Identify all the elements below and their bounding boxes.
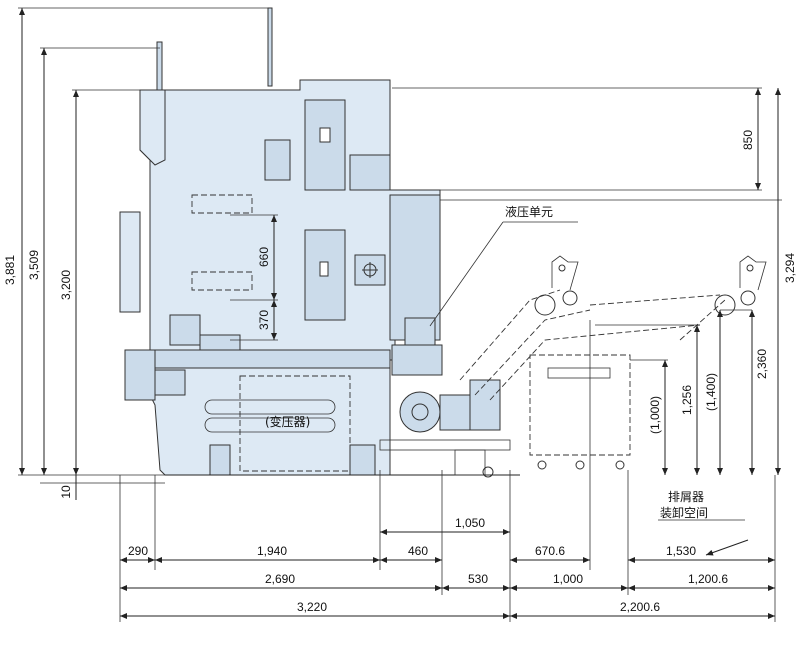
dim-1530: 1,530 xyxy=(666,544,696,558)
label-chip-remover-1: 排屑器 xyxy=(668,490,704,504)
dim-1050: 1,050 xyxy=(455,516,485,530)
dim-1000-h: 1,000 xyxy=(553,572,583,586)
dim-3881: 3,881 xyxy=(3,255,17,285)
dim-1256: 1,256 xyxy=(680,385,694,415)
dim-3220: 3,220 xyxy=(297,600,327,614)
machine-body xyxy=(119,7,520,476)
vertical-dimension-lines xyxy=(19,7,781,500)
dim-1000: (1,000) xyxy=(648,396,662,434)
hydraulic-area xyxy=(379,344,511,478)
label-transformer: (变压器) xyxy=(265,414,310,429)
dim-850: 850 xyxy=(741,130,755,150)
label-hydraulic-unit: 液压单元 xyxy=(505,204,553,219)
dim-530: 530 xyxy=(468,572,488,586)
leader-lines xyxy=(429,221,749,556)
dim-3294: 3,294 xyxy=(783,253,797,283)
dim-2200-6: 2,200.6 xyxy=(620,600,660,614)
dim-3509: 3,509 xyxy=(27,250,41,280)
dim-10: 10 xyxy=(59,485,73,499)
dim-1400: (1,400) xyxy=(704,373,718,411)
dim-2360: 2,360 xyxy=(755,349,769,379)
dim-670-6: 670.6 xyxy=(535,544,565,558)
dim-290: 290 xyxy=(128,544,148,558)
dim-460: 460 xyxy=(408,544,428,558)
dim-1940: 1,940 xyxy=(257,544,287,558)
dim-3200: 3,200 xyxy=(59,270,73,300)
reference-lines xyxy=(18,7,782,484)
chip-conveyor xyxy=(459,255,767,470)
label-chip-remover-2: 装卸空间 xyxy=(660,505,708,520)
dim-370: 370 xyxy=(257,310,271,330)
dim-660: 660 xyxy=(257,247,271,267)
horizontal-dimension-lines xyxy=(119,320,776,622)
dim-1200-6: 1,200.6 xyxy=(688,572,728,586)
dim-2690: 2,690 xyxy=(265,572,295,586)
